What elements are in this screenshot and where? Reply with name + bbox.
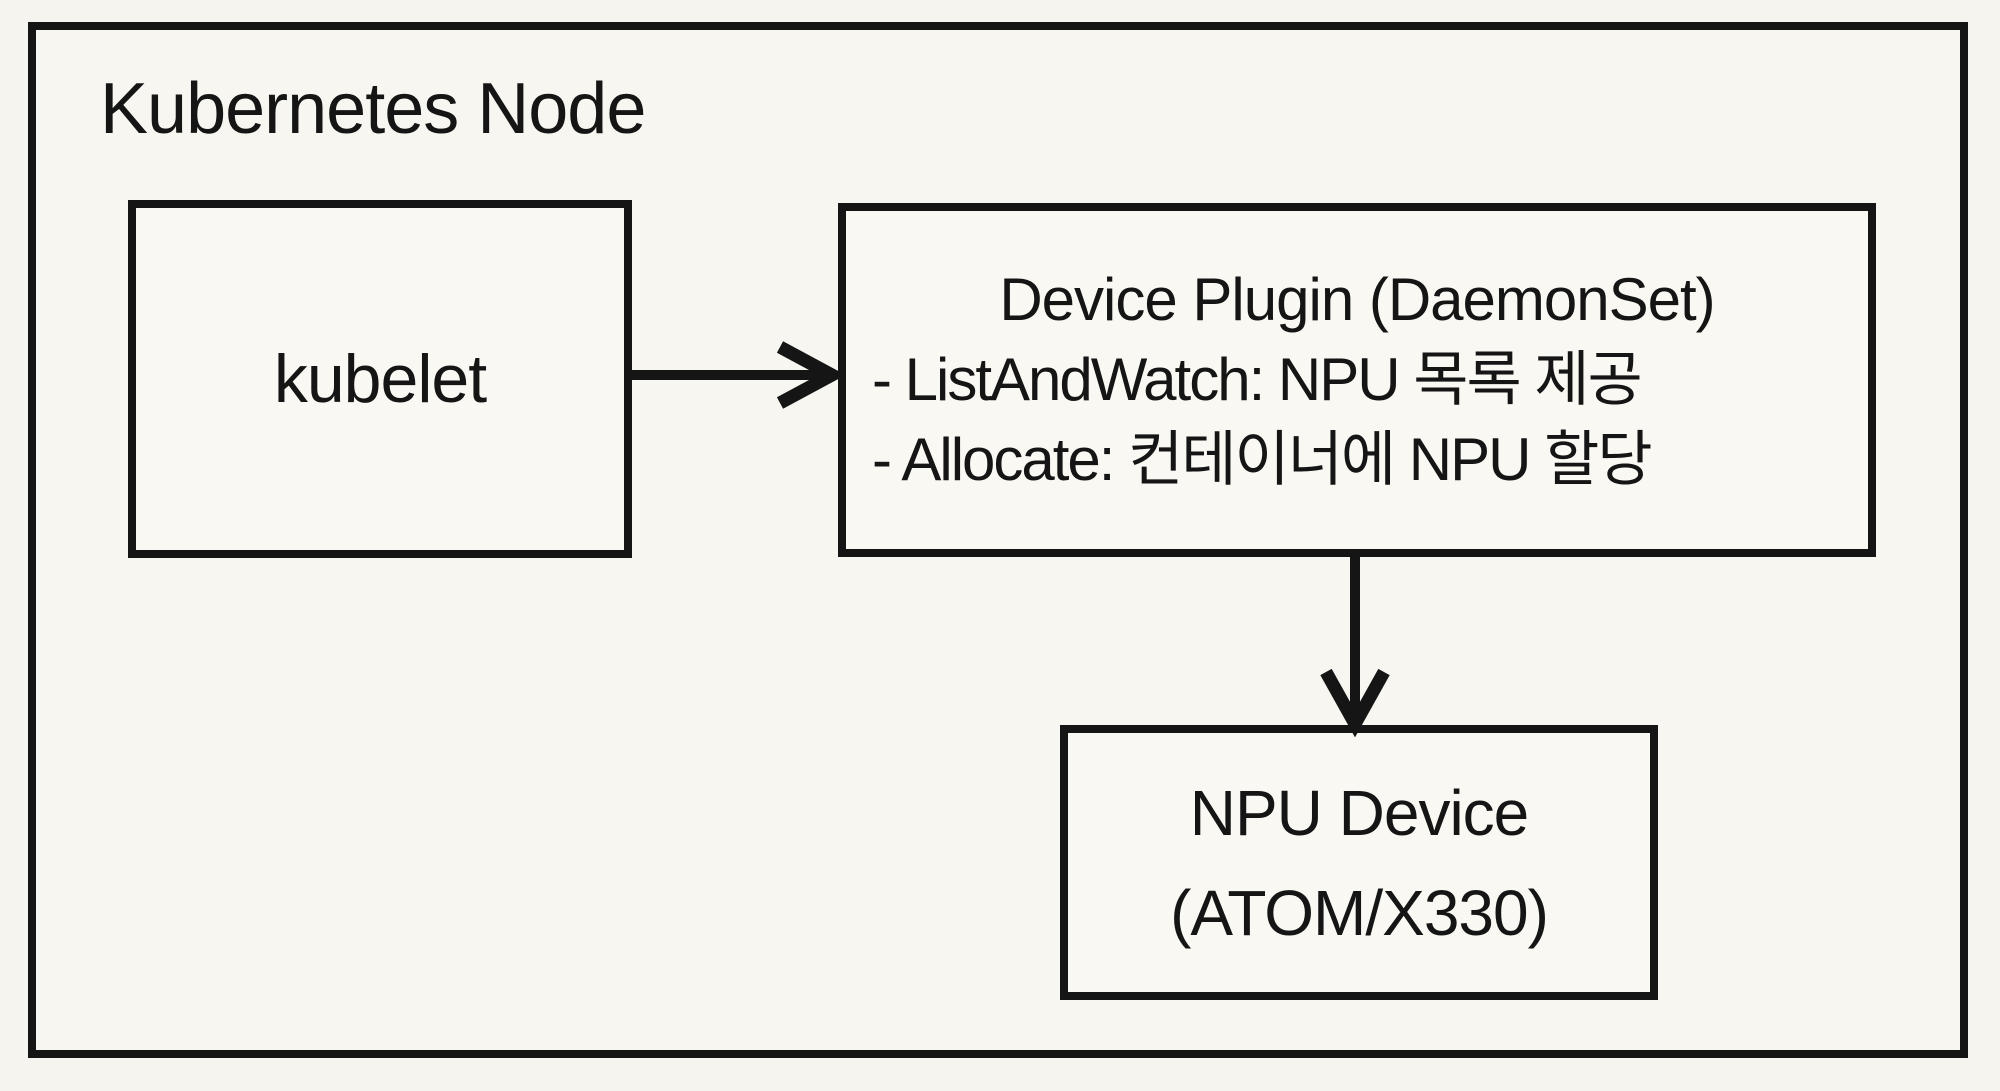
device-plugin-item-allocate: - Allocate: 컨테이너에 NPU 할당 — [872, 426, 1653, 493]
device-plugin-title: Device Plugin (DaemonSet) — [999, 266, 1715, 333]
npu-device-line2: (ATOM/X330) — [1170, 876, 1549, 949]
arrow-device-plugin-to-npu-icon — [1320, 556, 1390, 738]
device-plugin-item-listandwatch: - ListAndWatch: NPU 목록 제공 — [872, 346, 1643, 413]
kubelet-label: kubelet — [273, 341, 487, 417]
device-plugin-box: Device Plugin (DaemonSet) - ListAndWatch… — [838, 203, 1876, 557]
npu-device-line1: NPU Device — [1189, 776, 1530, 849]
kubernetes-node-title: Kubernetes Node — [100, 69, 646, 149]
kubelet-box: kubelet — [128, 200, 632, 558]
npu-device-box: NPU Device (ATOM/X330) — [1060, 725, 1658, 1000]
arrow-kubelet-to-device-plugin-icon — [630, 341, 846, 409]
